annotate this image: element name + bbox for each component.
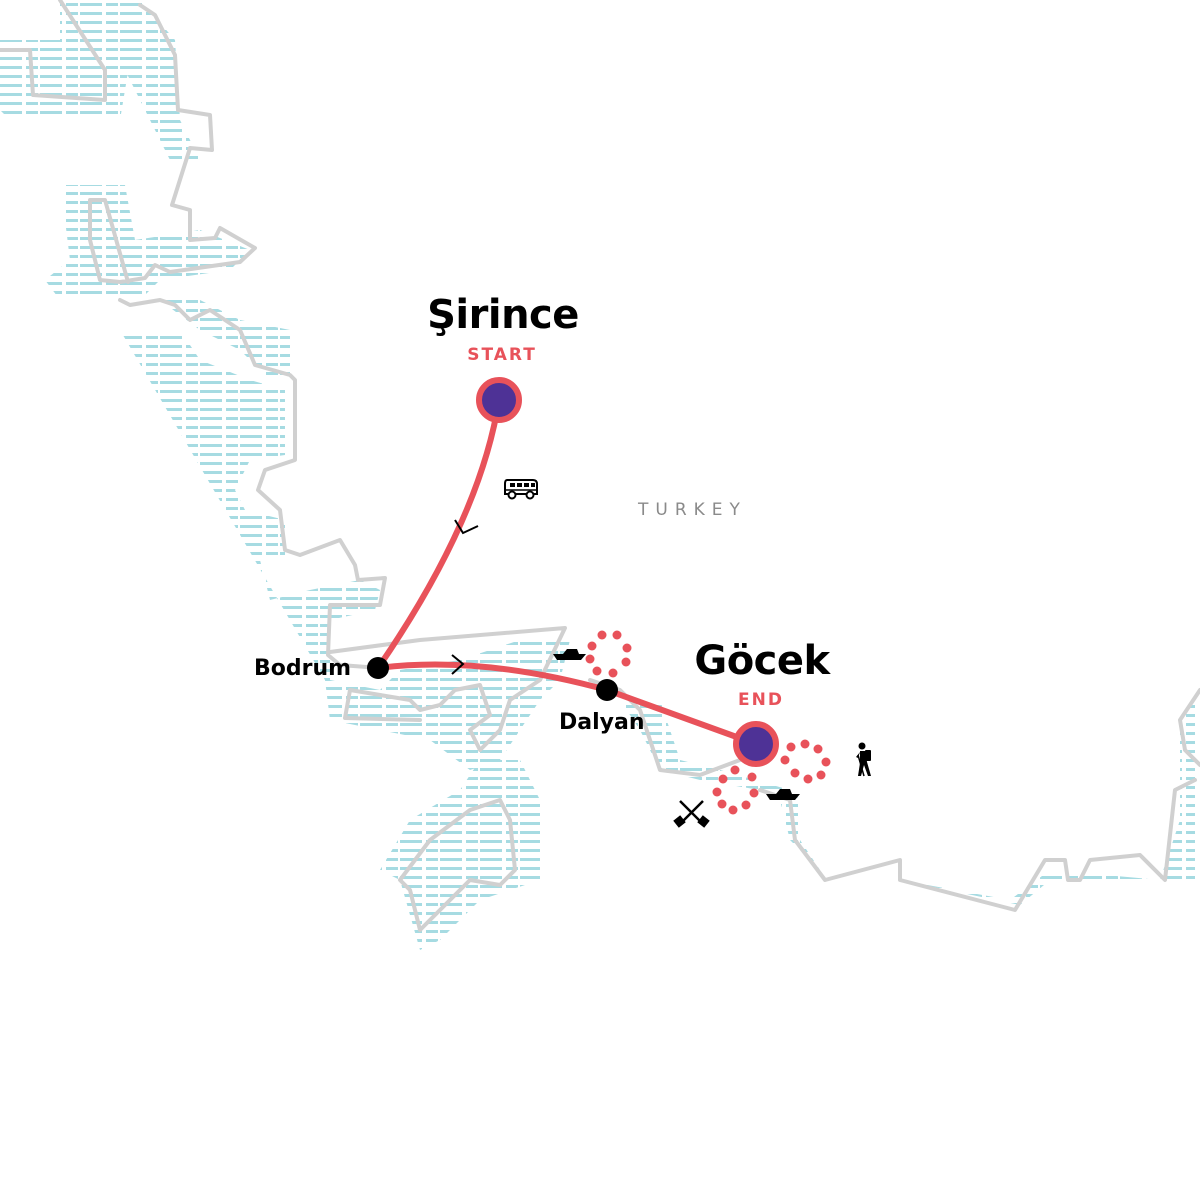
boat-icon [766, 789, 800, 800]
stop-marker-dalyan[interactable] [596, 679, 618, 701]
country-label: TURKEY [638, 500, 747, 520]
direction-arrow-icon [451, 519, 479, 675]
sea-shading [0, 0, 1195, 950]
end-marker[interactable] [733, 721, 779, 767]
paddles-icon [673, 800, 710, 828]
activity-ring-gocek-south [712, 765, 759, 815]
start-marker[interactable] [476, 377, 522, 423]
coastline [0, 0, 1200, 932]
activity-ring-dalyan [585, 630, 632, 678]
end-tag: END [738, 690, 784, 710]
hiker-icon [856, 742, 871, 777]
stop-label-bodrum: Bodrum [254, 656, 352, 681]
stop-label-dalyan: Dalyan [559, 710, 645, 735]
bus-icon [504, 479, 538, 500]
stop-marker-bodrum[interactable] [367, 657, 389, 679]
start-city-label: Şirince [427, 292, 579, 338]
end-city-label: Göcek [694, 638, 830, 684]
activity-ring-gocek-east [780, 739, 831, 784]
start-tag: START [467, 345, 537, 365]
boat-icon [553, 649, 586, 660]
